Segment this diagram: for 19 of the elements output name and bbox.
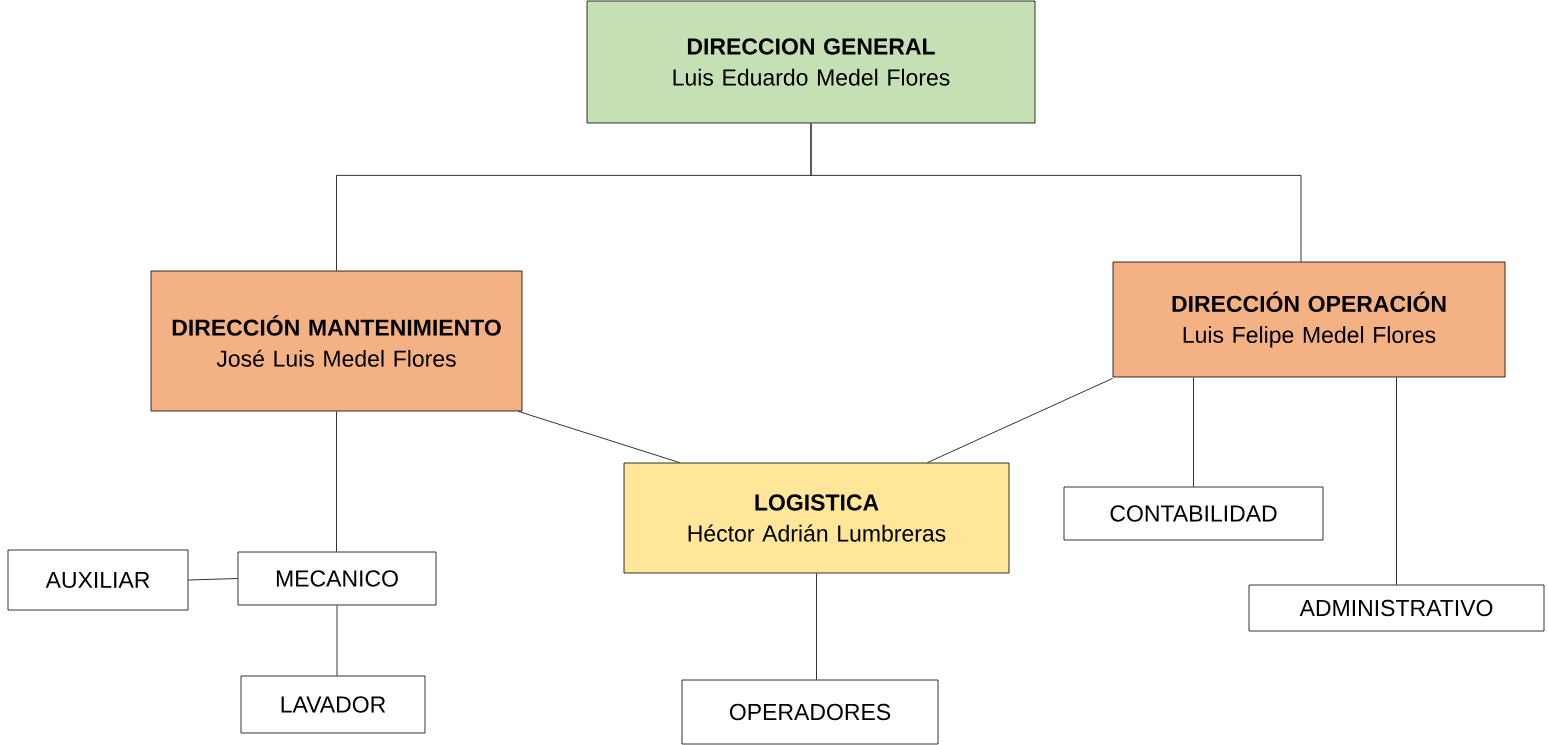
connector-line xyxy=(1396,377,1397,585)
org-box: DIRECCIÓN OPERACIÓN Luis Felipe Medel Flores xyxy=(1112,261,1506,378)
org-box: MECANICO xyxy=(237,551,437,606)
org-box: DIRECCION GENERAL Luis Eduardo Medel Flores xyxy=(586,0,1036,124)
org-box: DIRECCIÓN MANTENIMIENTO José Luis Medel Flores xyxy=(150,270,523,412)
connector-line xyxy=(816,573,817,680)
connector-line xyxy=(1193,377,1194,487)
org-box: OPERADORES xyxy=(681,679,939,745)
org-box: ADMINISTRATIVO xyxy=(1248,584,1545,632)
connector-line xyxy=(336,605,338,676)
connector-line xyxy=(336,411,337,552)
org-box: LOGISTICA Héctor Adrián Lumbreras xyxy=(623,462,1010,574)
connector-line xyxy=(927,378,1113,463)
connector-line xyxy=(518,411,680,463)
org-box: CONTABILIDAD xyxy=(1063,486,1324,541)
org-box: AUXILIAR xyxy=(7,549,189,611)
connector-line xyxy=(810,123,1302,262)
org-box: LAVADOR xyxy=(240,675,426,734)
connector-line xyxy=(188,578,238,581)
